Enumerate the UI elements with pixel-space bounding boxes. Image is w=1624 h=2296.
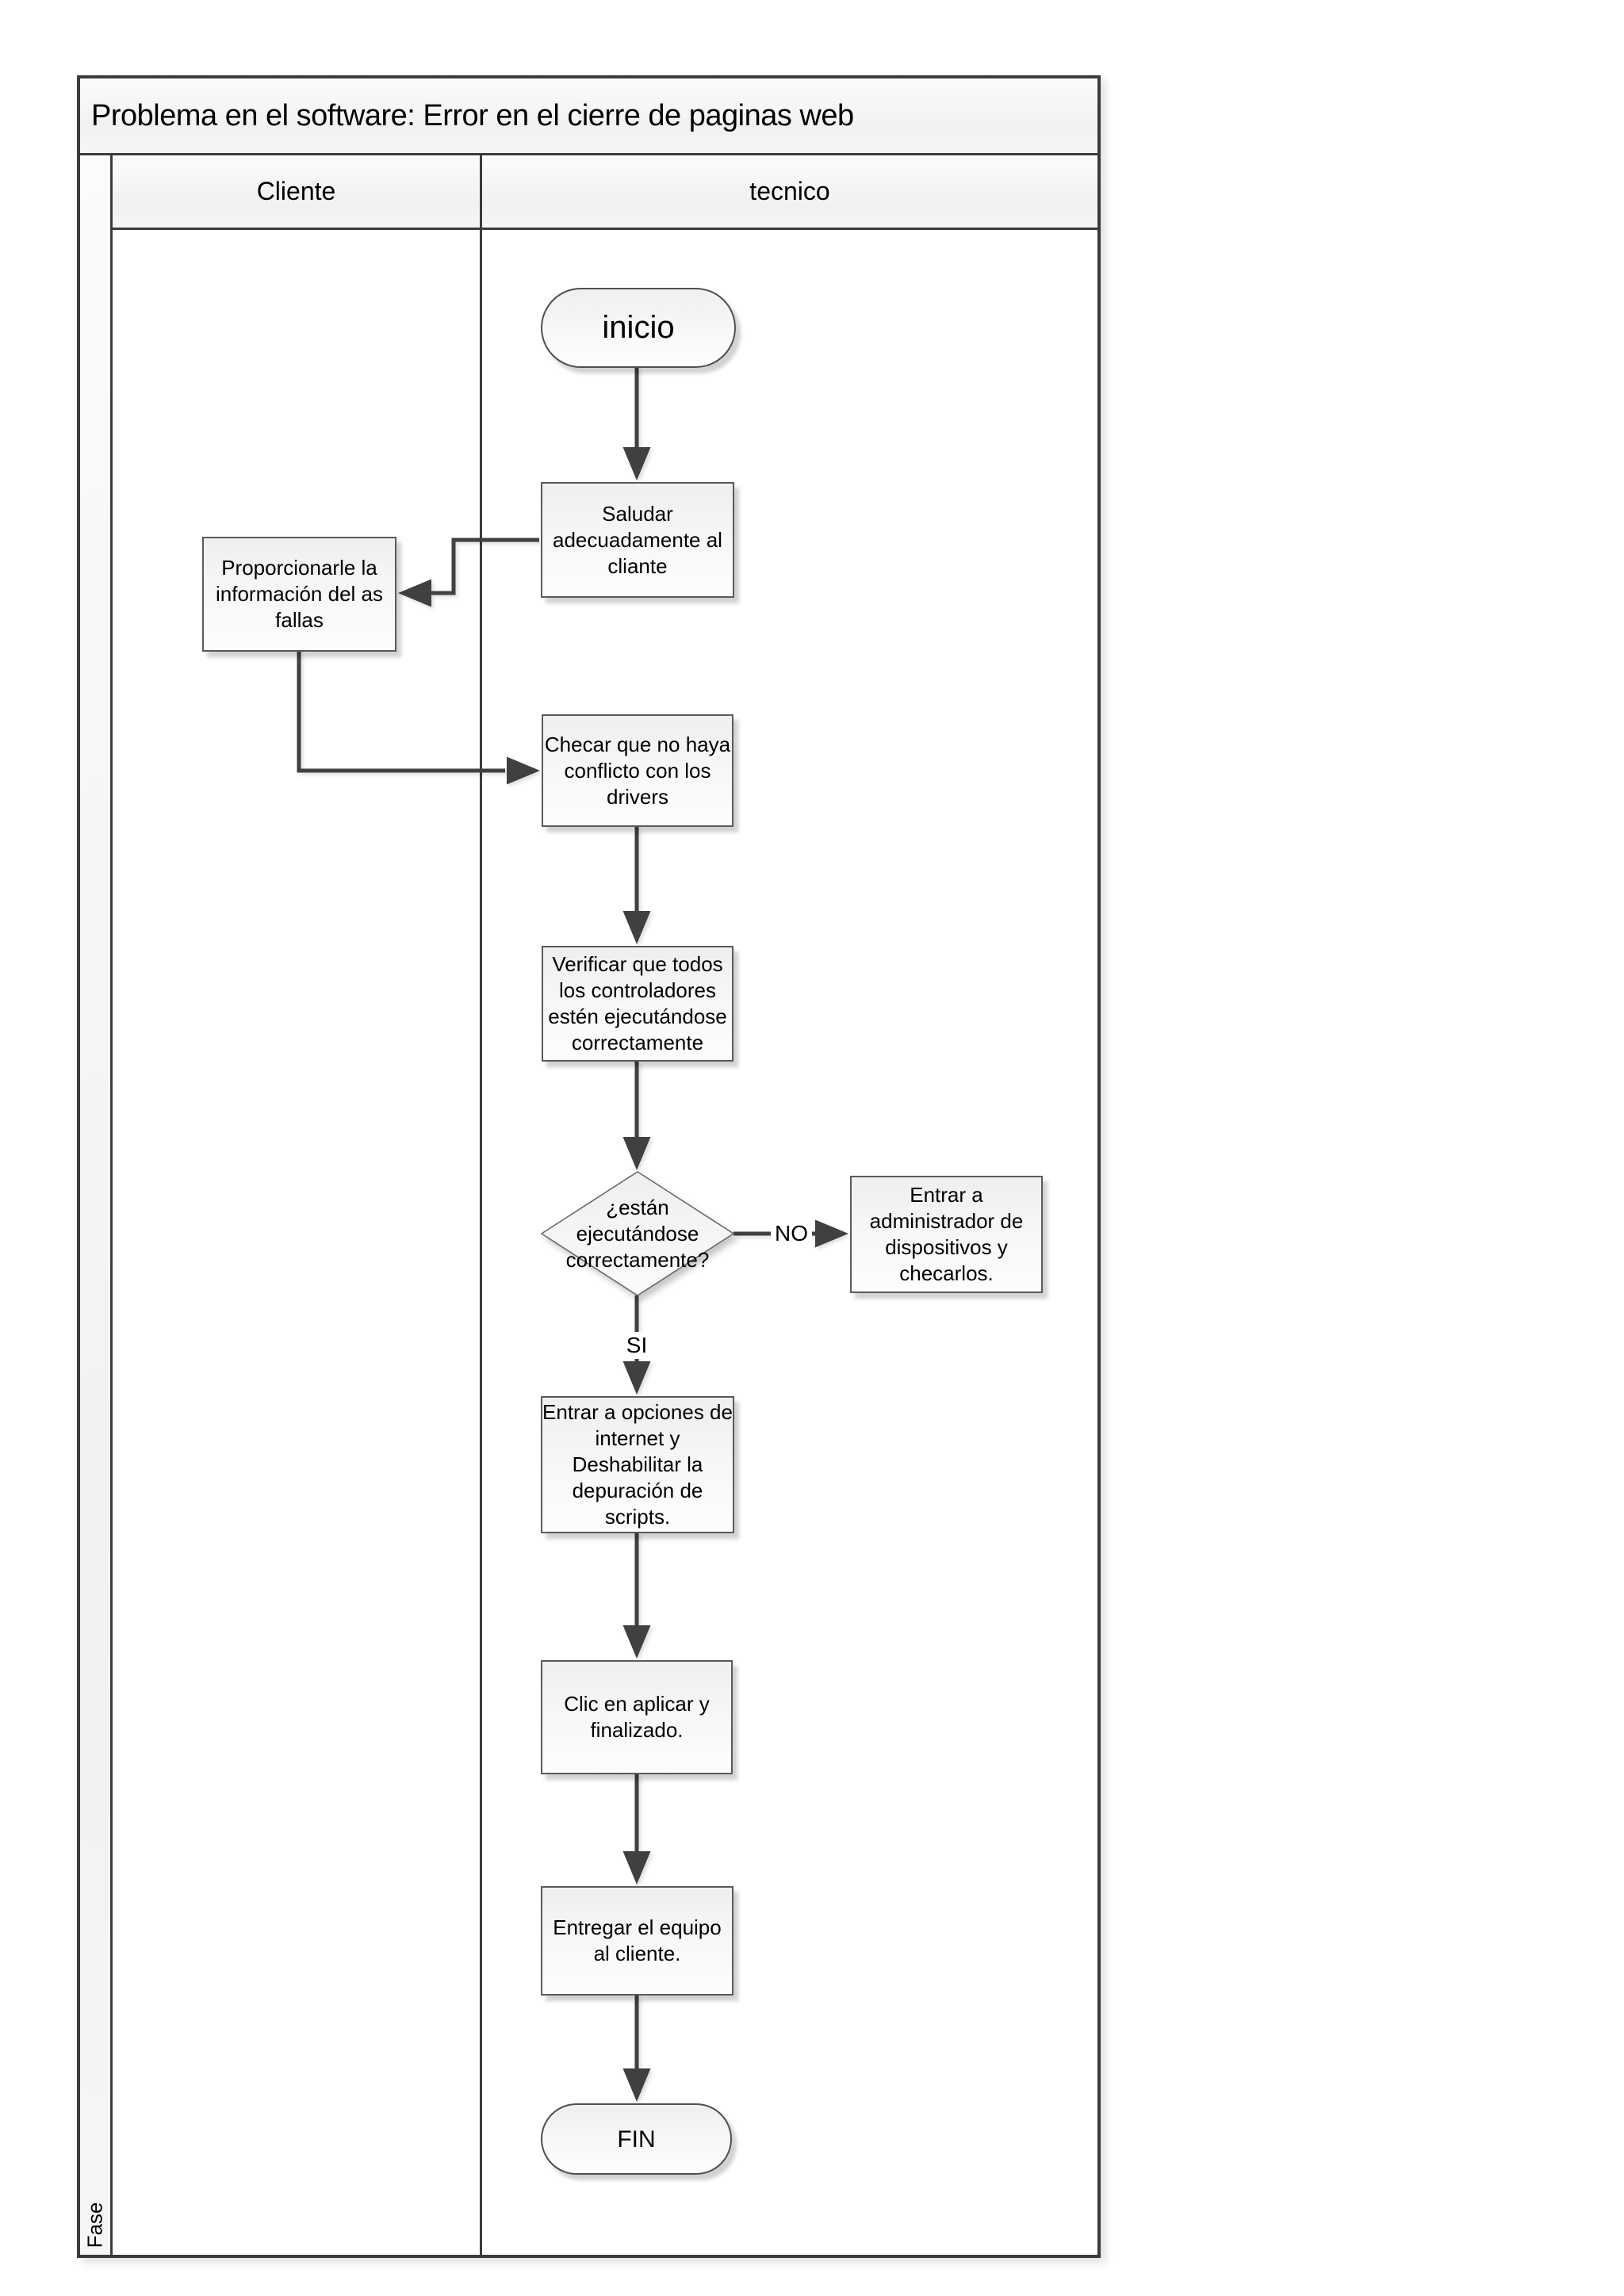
node-admin-label: Entrar a administrador de dispositivos y… xyxy=(869,1183,1024,1285)
node-opciones-label: Entrar a opciones de internet y Deshabil… xyxy=(542,1400,733,1529)
edge-label-si: SI xyxy=(620,1332,653,1359)
node-checar-label: Checar que no haya conflicto con los dri… xyxy=(544,732,731,809)
diagram-title: Problema en el software: Error en el cie… xyxy=(91,98,854,132)
node-aplicar: Clic en aplicar y finalizado. xyxy=(541,1660,733,1774)
node-entregar-label: Entregar el equipo al cliente. xyxy=(553,1915,722,1965)
lane-bodies xyxy=(113,230,1097,2255)
phase-label-anchor: Fase xyxy=(80,2202,110,2248)
lanes: Cliente tecnico xyxy=(113,155,1097,2255)
node-proporcionar-label: Proporcionarle la información del as fal… xyxy=(216,556,383,632)
lane-header-tecnico-label: tecnico xyxy=(749,177,830,205)
node-entregar: Entregar el equipo al cliente. xyxy=(541,1886,733,1996)
node-fin: FIN xyxy=(541,2103,732,2175)
node-inicio-label: inicio xyxy=(602,310,675,345)
node-aplicar-label: Clic en aplicar y finalizado. xyxy=(564,1692,710,1742)
node-inicio: inicio xyxy=(541,288,736,368)
lane-body-cliente xyxy=(113,230,482,2255)
edge-label-no: NO xyxy=(771,1220,812,1247)
frame-body: Fase Cliente tecnico xyxy=(80,155,1097,2255)
phase-column: Fase xyxy=(80,155,113,2255)
node-saludar: Saludar adecuadamente al cliante xyxy=(541,482,734,598)
phase-label: Fase xyxy=(82,2202,107,2248)
diagram-title-bar: Problema en el software: Error en el cie… xyxy=(80,78,1097,155)
node-verificar: Verificar que todos los controladores es… xyxy=(542,946,733,1062)
node-opciones: Entrar a opciones de internet y Deshabil… xyxy=(541,1396,734,1533)
node-saludar-label: Saludar adecuadamente al cliante xyxy=(553,501,722,578)
node-decision-label: ¿están ejecutándose correctamente? xyxy=(565,1195,710,1272)
node-decision: ¿están ejecutándose correctamente? xyxy=(542,1172,733,1295)
edge-label-no-text: NO xyxy=(775,1221,808,1246)
lane-header-cliente-label: Cliente xyxy=(256,177,336,205)
lane-header-tecnico: tecnico xyxy=(482,155,1097,228)
lane-headers: Cliente tecnico xyxy=(113,155,1097,230)
node-verificar-label: Verificar que todos los controladores es… xyxy=(548,952,727,1054)
node-proporcionar: Proporcionarle la información del as fal… xyxy=(202,537,396,652)
node-fin-label: FIN xyxy=(617,2126,656,2152)
edge-label-si-text: SI xyxy=(626,1333,648,1357)
node-admin: Entrar a administrador de dispositivos y… xyxy=(850,1176,1043,1293)
lane-header-cliente: Cliente xyxy=(113,155,482,228)
node-checar: Checar que no haya conflicto con los dri… xyxy=(542,714,733,827)
